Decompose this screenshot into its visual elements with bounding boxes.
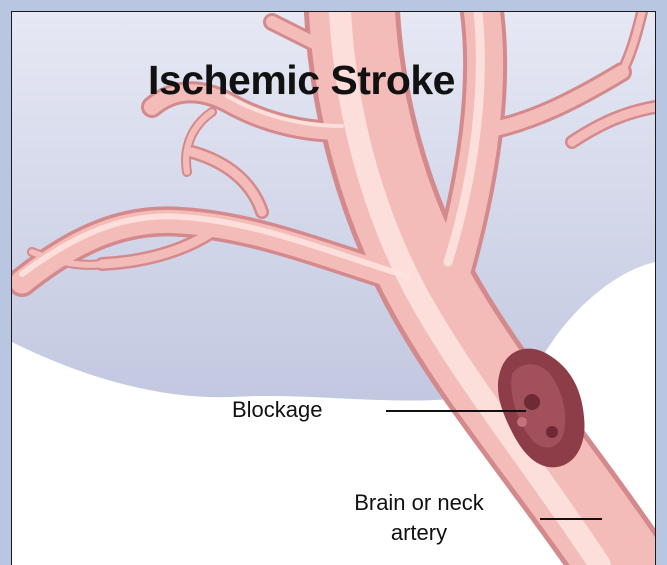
blockage-leader-line — [386, 410, 526, 412]
artery-label-line-2: artery — [316, 518, 522, 548]
artery-label: Brain or neck artery — [316, 488, 522, 548]
blockage-label: Blockage — [232, 397, 323, 423]
artery-label-line-1: Brain or neck — [316, 488, 522, 518]
artery-leader-line — [540, 518, 602, 520]
page-title: Ischemic Stroke — [148, 57, 455, 104]
illustration-canvas: Ischemic Stroke Blockage Brain or neck a… — [12, 12, 655, 565]
